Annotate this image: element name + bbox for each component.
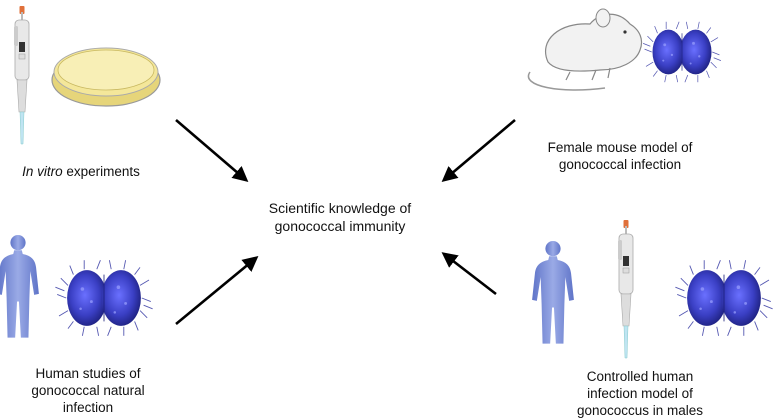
mouse-label-line1: Female mouse model of [547,140,693,155]
chim-label-line2: infection model of [587,386,693,401]
arrow-mouse [441,119,516,183]
mouse-label-line2: gonococcal infection [558,157,682,172]
center-label-line2: gonococcal immunity [274,218,406,234]
chim-bacteria-icon [674,259,774,337]
human-label-line2: gonococcal natural [31,383,145,398]
center-label: Scientific knowledge of gonococcal immun… [240,199,440,235]
chim-label-line1: Controlled human [586,369,694,384]
human-studies-label: Human studies of gonococcal natural infe… [18,365,158,416]
chim-label-line3: gonococcus in males [576,403,704,418]
chim-pipette-icon [617,219,634,359]
invitro-label-rest: experiments [62,164,140,179]
center-label-line1: Scientific knowledge of [268,200,412,216]
human-label-line3: infection [62,400,114,415]
human-bacteria-icon [54,259,154,337]
mouse-icon [527,8,643,91]
invitro-label-italic: In vitro [22,164,63,179]
arrow-chim [441,252,497,296]
invitro-label: In vitro experiments [6,163,156,180]
controlled-infection-label: Controlled human infection model of gono… [560,368,720,419]
human-figure-icon [0,235,39,338]
human-label-line1: Human studies of [35,366,141,381]
chim-human-figure-icon [532,241,574,344]
invitro-pipette-icon [13,5,30,145]
mouse-bacteria-icon [642,21,722,83]
arrow-invitro [175,119,249,183]
petri-dish-icon [51,47,161,107]
mouse-model-label: Female mouse model of gonococcal infecti… [520,139,720,173]
arrow-human-studies [175,256,259,326]
